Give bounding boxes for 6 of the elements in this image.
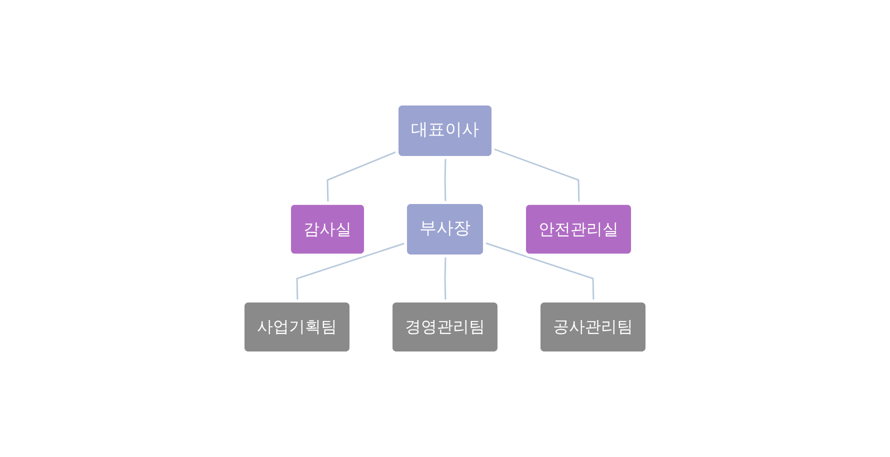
connector (444, 256, 446, 302)
connector (296, 242, 406, 302)
connector (326, 150, 398, 204)
connector (493, 148, 580, 204)
connector (484, 242, 594, 302)
connector (444, 158, 446, 204)
